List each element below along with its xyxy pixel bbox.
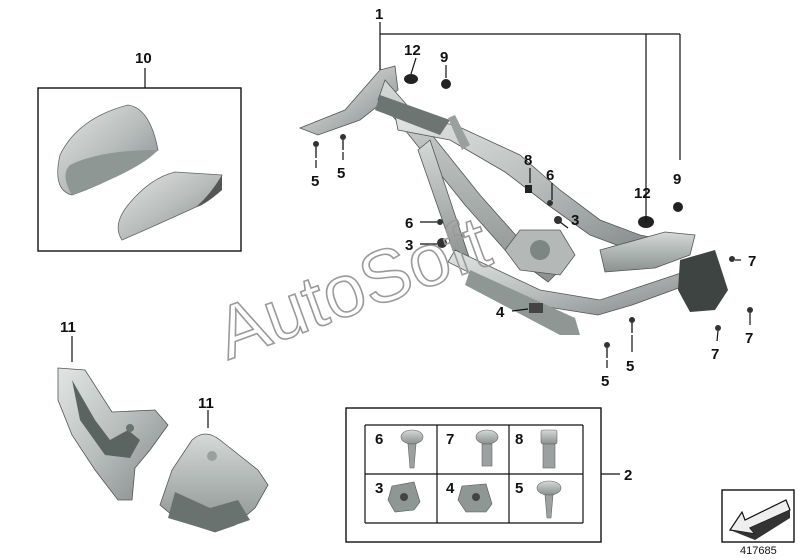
legend-label-6: 6: [375, 431, 383, 448]
watermark-text: AutoSoft: [205, 200, 501, 375]
grommet-part-9-b-icon: [673, 202, 683, 212]
callout-10: 10: [135, 50, 152, 67]
callout-9-a: 9: [440, 49, 448, 66]
callout-5-a: 5: [311, 173, 319, 190]
legend-screw-7-icon: [475, 429, 499, 467]
grommet-part-9-a-icon: [441, 79, 451, 89]
legend-label-7: 7: [446, 431, 454, 448]
screw-part-5-c-icon: [604, 342, 610, 358]
bracket-part-11-b-icon: [159, 433, 269, 533]
screw-part-6-b-icon: [437, 219, 443, 225]
callout-12-b: 12: [634, 185, 651, 202]
callout-1: 1: [375, 6, 383, 23]
callout-6-a: 6: [546, 167, 554, 184]
callout-2: 2: [624, 467, 632, 484]
legend-bolt-8-icon: [540, 429, 558, 469]
callout-11-a: 11: [60, 319, 76, 336]
callout-4: 4: [496, 304, 505, 321]
callout-6-b: 6: [405, 215, 413, 232]
cap-part-12-a-icon: [404, 74, 418, 84]
legend-clip-3-icon: [387, 481, 421, 513]
callout-5-d: 5: [626, 358, 634, 375]
callout-11-b: 11: [198, 395, 214, 412]
callout-5-b: 5: [337, 165, 345, 182]
cover-upper-icon: [57, 104, 159, 196]
legend-clip-4-icon: [457, 483, 493, 513]
screw-part-5-b-icon: [340, 134, 346, 150]
bracket-part-11-a-icon: [57, 367, 169, 501]
direction-arrow-icon: [721, 489, 795, 543]
screw-part-7-b-icon: [715, 325, 721, 331]
bolt-part-8-icon: [525, 185, 532, 193]
screw-part-7-a-icon: [729, 256, 735, 262]
callout-7-a: 7: [748, 253, 756, 270]
screw-part-5-a-icon: [313, 141, 319, 158]
leader-lines: [71, 22, 751, 428]
legend-label-3: 3: [375, 480, 383, 497]
callout-7-b: 7: [711, 346, 719, 363]
part-2-legend: [345, 407, 620, 543]
callout-7-c: 7: [745, 330, 753, 347]
callout-5-c: 5: [601, 373, 609, 390]
clip-part-4-icon: [529, 303, 543, 313]
callout-8: 8: [524, 152, 532, 169]
callout-9-b: 9: [673, 171, 681, 188]
legend-label-5: 5: [515, 480, 523, 497]
legend-screw-5-icon: [536, 480, 562, 519]
cover-lower-icon: [117, 171, 223, 241]
screw-part-7-c-icon: [747, 307, 753, 313]
screw-part-6-a-icon: [547, 200, 553, 206]
callout-12-a: 12: [404, 42, 421, 59]
callout-3-a: 3: [405, 237, 413, 254]
callout-labels: 1 12 9 10 5 5 8 6 12 9 6 3 3 7 4 7 7 5 5…: [60, 6, 756, 497]
legend-label-8: 8: [515, 431, 523, 448]
legend-label-4: 4: [446, 480, 455, 497]
clip-part-3-a-icon: [437, 238, 447, 248]
legend-screw-6-icon: [400, 429, 424, 469]
callout-3-b: 3: [571, 212, 579, 229]
diagram-number: 417685: [740, 545, 777, 557]
screw-part-5-d-icon: [629, 317, 635, 333]
